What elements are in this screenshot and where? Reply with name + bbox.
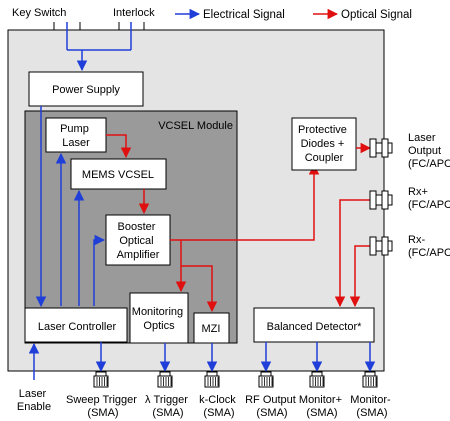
monitor-minus-connector[interactable]: [362, 371, 378, 388]
lambda-trigger-connector[interactable]: [157, 371, 173, 388]
k-clock-label-line1: k-Clock: [199, 394, 236, 406]
protective-diodes-block: Protective Diodes + Coupler: [291, 117, 357, 171]
svg-text:Rx- (FC/APC): Rx- (FC/APC): [408, 234, 450, 259]
monitor-plus-label-line2: (SMA): [306, 407, 337, 419]
balanced-detector-block: Balanced Detector*: [253, 307, 375, 343]
pump-laser-label-line2: Laser: [62, 137, 90, 149]
svg-text:Pump Laser: Pump Laser: [60, 123, 92, 149]
booster-to-output-path: [181, 163, 320, 241]
svg-text:Rx+ (FC/APC): Rx+ (FC/APC): [408, 186, 450, 211]
laser-controller-block: Laser Controller: [24, 307, 128, 343]
rx-plus-label-line1: Rx+: [408, 186, 428, 198]
legend: Electrical Signal Optical Signal: [175, 8, 412, 21]
booster-amplifier-block: Booster Optical Amplifier: [105, 214, 171, 266]
lambda-trigger-label-line2: (SMA): [152, 407, 183, 419]
svg-text:λ Trigger (SMA): λ Trigger (SMA): [145, 394, 191, 419]
key-switch-label: Key Switch: [12, 7, 66, 19]
laser-output-label-line2: Output: [408, 145, 441, 157]
booster-label-line2: Optical: [119, 235, 153, 247]
laser-output-label-line1: Laser: [408, 132, 436, 144]
svg-text:Laser Output (FC/APC): Laser Output (FC/APC): [408, 132, 450, 170]
svg-text:Monitor+ (SMA): Monitor+ (SMA): [299, 394, 345, 419]
module-optical-paths: [106, 134, 218, 313]
svg-text:Sweep Trigger (SMA): Sweep Trigger (SMA): [66, 394, 140, 419]
bottom-wiring: [28, 342, 376, 380]
electrical-legend-label: Electrical Signal: [203, 9, 285, 21]
k-clock-label-line2: (SMA): [203, 407, 234, 419]
balanced-detector-label: Balanced Detector*: [267, 321, 362, 333]
optical-legend-label: Optical Signal: [341, 9, 412, 21]
monitor-minus-label-line1: Monitor-: [350, 394, 391, 406]
mems-vcsel-label: MEMS VCSEL: [82, 169, 154, 181]
svg-text:Booster Optical Am: Booster Optical Amplifier: [117, 221, 160, 261]
rf-output-label-line1: RF Output: [245, 394, 296, 406]
protective-diodes-line3: Coupler: [305, 152, 344, 164]
input-wiring: [66, 22, 132, 72]
mzi-label: MZI: [202, 323, 221, 335]
controller-control-wires: [55, 152, 106, 306]
lambda-trigger-label-line1: λ Trigger: [145, 394, 188, 406]
booster-label-line1: Booster: [118, 221, 156, 233]
pump-laser-block: Pump Laser: [45, 117, 107, 153]
pump-laser-label-line1: Pump: [60, 123, 89, 135]
svg-text:k-Clock (SMA): k-Clock (SMA): [199, 394, 239, 419]
rx-plus-label-line2: (FC/APC): [408, 199, 450, 211]
monitoring-optics-block: Monitoring Optics: [129, 292, 189, 344]
laser-enable-label-line1: Laser: [19, 388, 47, 400]
svg-text:Monitoring Optics: Monitoring Optics: [132, 306, 186, 332]
monitor-plus-connector[interactable]: [309, 371, 325, 388]
monitor-plus-label-line1: Monitor+: [299, 394, 342, 406]
protective-diodes-line1: Protective: [298, 124, 347, 136]
interlock-label: Interlock: [113, 7, 155, 19]
sweep-trigger-label-line1: Sweep Trigger: [66, 394, 137, 406]
svg-text:Protective Diodes +: Protective Diodes + Coupler: [298, 124, 350, 164]
svg-text:Monitor- (SMA): Monitor- (SMA): [350, 394, 393, 419]
sweep-trigger-label-line2: (SMA): [87, 407, 118, 419]
sweep-trigger-connector[interactable]: [93, 371, 109, 388]
rx-minus-label-line2: (FC/APC): [408, 247, 450, 259]
monitor-minus-label-line2: (SMA): [356, 407, 387, 419]
laser-enable-label-line2: Enable: [17, 401, 51, 413]
svg-text:Laser Enable: Laser Enable: [17, 388, 51, 413]
mzi-block: MZI: [193, 312, 230, 344]
vcsel-module-label: VCSEL Module: [158, 120, 233, 132]
laser-controller-label: Laser Controller: [38, 321, 117, 333]
mems-vcsel-block: MEMS VCSEL: [70, 158, 167, 190]
power-supply-block: Power Supply: [28, 71, 144, 107]
svg-text:RF Output (SMA): RF Output (SMA): [245, 394, 299, 419]
rf-output-connector[interactable]: [258, 371, 274, 388]
monitoring-optics-line1: Monitoring: [132, 306, 183, 318]
k-clock-connector[interactable]: [204, 371, 220, 388]
laser-output-label-line3: (FC/APC): [408, 158, 450, 170]
rf-output-label-line2: (SMA): [256, 407, 287, 419]
booster-label-line3: Amplifier: [117, 249, 160, 261]
monitoring-optics-line2: Optics: [143, 320, 175, 332]
power-supply-label: Power Supply: [52, 84, 120, 96]
protective-diodes-line2: Diodes +: [301, 138, 345, 150]
rx-optical-paths: [334, 199, 370, 308]
rx-minus-label-line1: Rx-: [408, 234, 425, 246]
